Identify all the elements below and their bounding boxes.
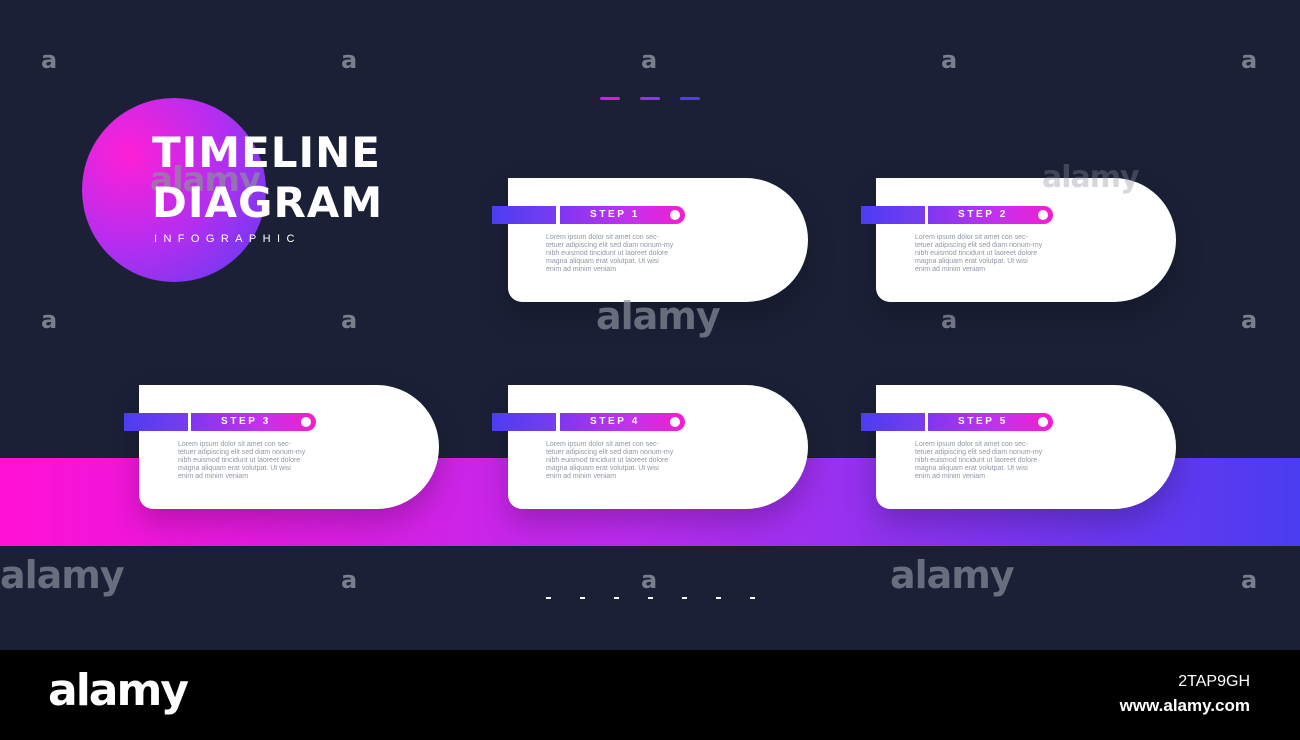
step-text-5: Lorem ipsum dolor sit amet con sec-tetue… — [915, 441, 1043, 480]
step-dot-2 — [1038, 210, 1048, 220]
accent-dash — [640, 97, 660, 100]
step-tab-4 — [492, 413, 556, 431]
decor-dot — [580, 597, 585, 599]
watermark-mark: a — [341, 306, 358, 334]
step-label-1: STEP 1 — [590, 209, 640, 220]
accent-dash — [680, 97, 700, 100]
step-pill-3: STEP 3 — [191, 413, 316, 431]
step-text-4: Lorem ipsum dolor sit amet con sec-tetue… — [546, 441, 674, 480]
watermark-mark: a — [1241, 46, 1258, 74]
watermark-mark: a — [941, 306, 958, 334]
step-label-2: STEP 2 — [958, 209, 1008, 220]
watermark-mark: a — [641, 566, 658, 594]
watermark-text: alamy — [890, 553, 1015, 597]
step-dot-3 — [301, 417, 311, 427]
step-tab-2 — [861, 206, 925, 224]
accent-dash — [600, 97, 620, 100]
footer-image-id: 2TAP9GH — [1178, 673, 1250, 690]
watermark-text: alamy — [1042, 160, 1140, 195]
decor-dot — [682, 597, 687, 599]
step-dot-5 — [1038, 417, 1048, 427]
page-subtitle: INFOGRAPHIC — [154, 233, 301, 245]
step-tab-1 — [492, 206, 556, 224]
watermark-text: alamy — [150, 160, 261, 200]
watermark-mark: a — [341, 46, 358, 74]
step-label-5: STEP 5 — [958, 416, 1008, 427]
step-text-2: Lorem ipsum dolor sit amet con sec-tetue… — [915, 234, 1043, 273]
watermark-mark: a — [341, 566, 358, 594]
decor-dot — [614, 597, 619, 599]
watermark-mark: a — [1241, 566, 1258, 594]
step-text-1: Lorem ipsum dolor sit amet con sec-tetue… — [546, 234, 674, 273]
step-card-2 — [876, 178, 1176, 302]
step-pill-4: STEP 4 — [560, 413, 685, 431]
infographic-canvas: a a a a a a a a a a a a alamy TIMELINE D… — [0, 46, 1300, 599]
step-card-3 — [139, 385, 439, 509]
step-card-1 — [508, 178, 808, 302]
page-title-line1: TIMELINE — [152, 128, 381, 177]
step-pill-5: STEP 5 — [928, 413, 1053, 431]
step-tab-3 — [124, 413, 188, 431]
step-text-3: Lorem ipsum dolor sit amet con sec-tetue… — [178, 441, 306, 480]
watermark-mark: a — [1241, 306, 1258, 334]
watermark-text: alamy — [0, 553, 125, 597]
watermark-mark: a — [941, 46, 958, 74]
step-dot-1 — [670, 210, 680, 220]
footer-logo: alamy — [48, 665, 189, 716]
decor-dot — [648, 597, 653, 599]
step-pill-1: STEP 1 — [560, 206, 685, 224]
watermark-text: alamy — [596, 294, 721, 338]
decor-dot — [750, 597, 755, 599]
page-title-line2: DIAGRAM — [152, 178, 384, 227]
decor-dot — [546, 597, 551, 599]
title-circle — [82, 98, 266, 282]
decor-dot — [716, 597, 721, 599]
step-label-3: STEP 3 — [221, 416, 271, 427]
footer-url[interactable]: www.alamy.com — [1119, 696, 1250, 715]
watermark-mark: a — [41, 306, 58, 334]
step-tab-5 — [861, 413, 925, 431]
stock-footer — [0, 650, 1300, 740]
watermark-mark: a — [641, 46, 658, 74]
step-card-5 — [876, 385, 1176, 509]
step-pill-2: STEP 2 — [928, 206, 1053, 224]
step-card-4 — [508, 385, 808, 509]
step-dot-4 — [670, 417, 680, 427]
watermark-mark: a — [41, 46, 58, 74]
step-label-4: STEP 4 — [590, 416, 640, 427]
